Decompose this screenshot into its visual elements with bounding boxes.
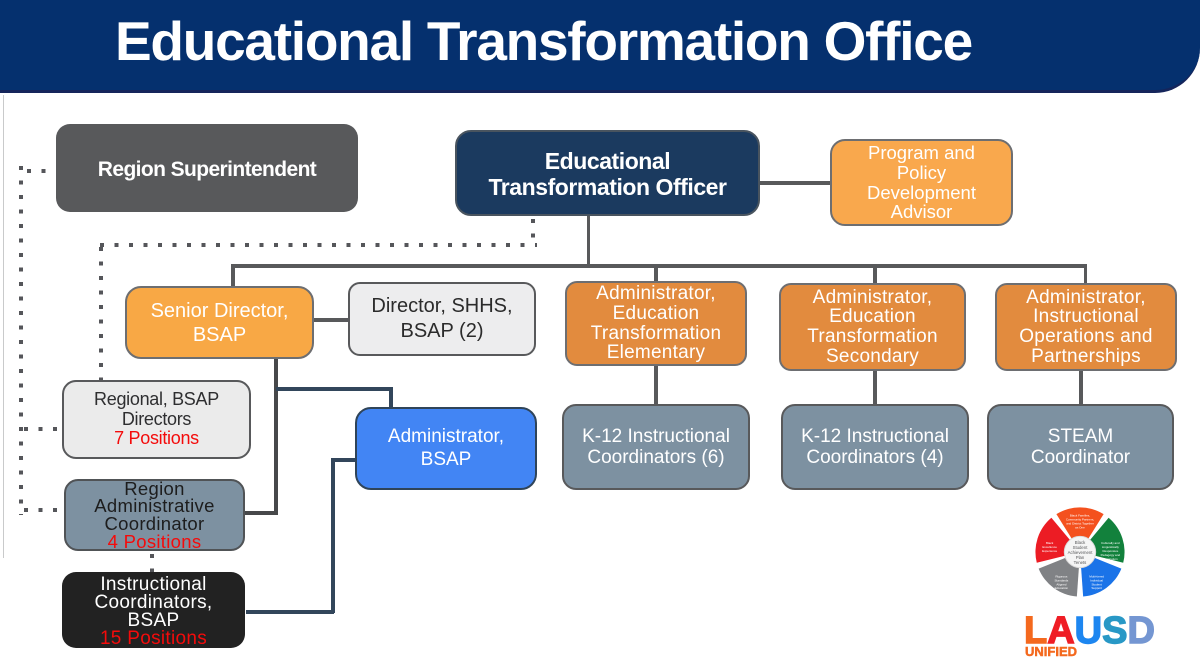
svg-text:Individual: Individual [1090, 578, 1103, 582]
svg-text:Experience: Experience [1042, 549, 1057, 553]
svg-text:Culturally and: Culturally and [1101, 541, 1120, 545]
svg-text:Student: Student [1073, 545, 1089, 550]
svg-text:Rigorous: Rigorous [1055, 574, 1068, 578]
svg-text:Black: Black [1075, 540, 1086, 545]
svg-text:Achievement: Achievement [1068, 550, 1094, 555]
svg-text:Aligned: Aligned [1056, 582, 1066, 586]
svg-text:Education: Education [1055, 586, 1069, 590]
svg-text:Plan: Plan [1076, 555, 1085, 560]
svg-text:Support: Support [1091, 586, 1102, 590]
svg-text:Black: Black [1046, 541, 1054, 545]
svg-text:Excellence: Excellence [1042, 545, 1057, 549]
svg-text:Standards: Standards [1055, 578, 1069, 582]
svg-text:Multi-tiered: Multi-tiered [1089, 574, 1104, 578]
svg-text:and District Together: and District Together [1066, 522, 1094, 526]
svg-text:Student: Student [1091, 582, 1102, 586]
svg-text:Tenets: Tenets [1074, 560, 1087, 565]
svg-text:Community Partners,: Community Partners, [1066, 518, 1094, 522]
svg-text:Responsive: Responsive [1102, 549, 1118, 553]
svg-text:as One: as One [1075, 525, 1085, 529]
svg-text:Pedagogy and: Pedagogy and [1101, 553, 1121, 557]
svg-text:Curriculum: Curriculum [1103, 557, 1118, 561]
svg-text:Linguistically: Linguistically [1102, 545, 1120, 549]
svg-text:Black Families,: Black Families, [1070, 514, 1090, 518]
